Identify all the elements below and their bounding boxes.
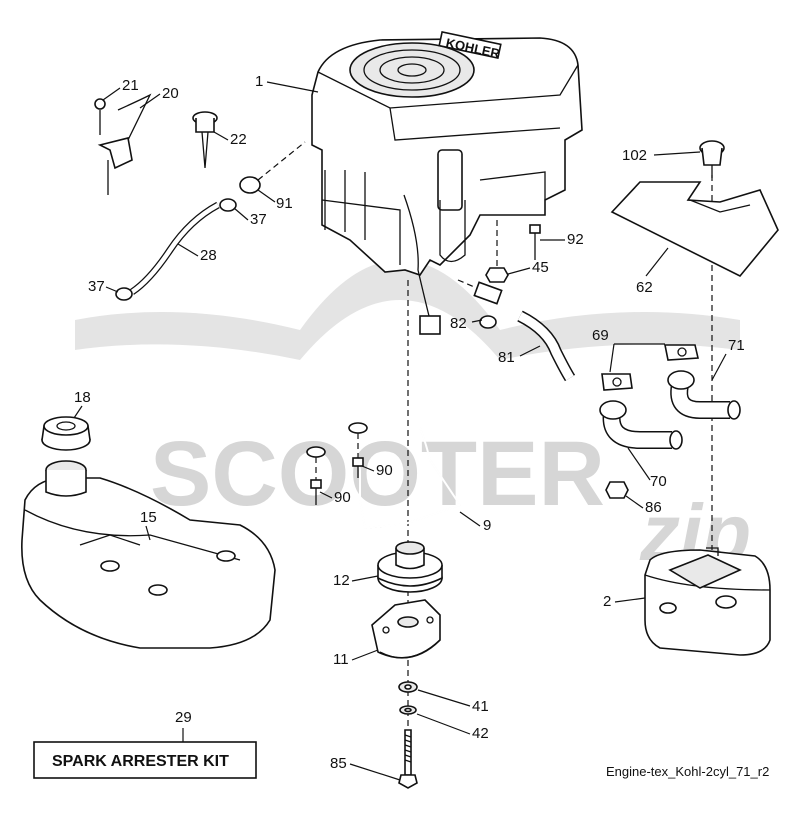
leader-102 — [653, 151, 701, 156]
bolt-90-upper — [348, 422, 368, 478]
leader-2 — [614, 597, 646, 603]
kit-box-label: SPARK ARRESTER KIT — [52, 753, 229, 770]
nut-86 — [605, 481, 629, 499]
callout-92: 92 — [567, 231, 584, 248]
washer-41 — [398, 681, 418, 693]
leader-86 — [625, 495, 644, 509]
bolt-85 — [398, 729, 418, 789]
muffler — [644, 547, 771, 656]
leader-41 — [417, 689, 471, 707]
callout-102: 102 — [622, 147, 647, 164]
callout-29: 29 — [175, 709, 192, 726]
callout-2: 2 — [603, 593, 611, 610]
callout-90-lower: 90 — [334, 489, 351, 506]
exhaust-pipe-71 — [667, 370, 741, 420]
callout-12: 12 — [333, 572, 350, 589]
callout-62: 62 — [636, 279, 653, 296]
drawing-reference: Engine-tex_Kohl-2cyl_71_r2 — [606, 764, 769, 779]
leader-70 — [627, 447, 651, 481]
washer-42 — [399, 705, 417, 715]
leader-71 — [711, 353, 727, 381]
wire-harness — [403, 194, 441, 335]
bolt-90-lower — [306, 446, 326, 505]
callout-91: 91 — [276, 195, 293, 212]
leader-90-upper — [361, 465, 375, 472]
callout-9: 9 — [483, 517, 491, 534]
heat-shield — [610, 181, 779, 278]
drain-hose — [517, 310, 576, 382]
leader-28 — [177, 243, 199, 257]
watermark-text: SCOOTER — [150, 423, 605, 525]
callout-71: 71 — [728, 337, 745, 354]
leader-21 — [102, 87, 121, 101]
callout-85: 85 — [330, 755, 347, 772]
callout-81: 81 — [498, 349, 515, 366]
callout-37-top: 37 — [250, 211, 267, 228]
callout-1: 1 — [255, 73, 263, 90]
callout-45: 45 — [532, 259, 549, 276]
leader-42 — [416, 713, 471, 735]
callout-69: 69 — [592, 327, 609, 344]
exhaust-gaskets — [601, 344, 699, 391]
leader-37-bottom — [105, 286, 119, 293]
callout-20: 20 — [162, 85, 179, 102]
dipstick — [192, 111, 218, 169]
leader-62 — [645, 247, 669, 277]
leader-11 — [351, 649, 379, 661]
fuel-line — [115, 198, 237, 301]
leader-81 — [519, 345, 541, 357]
leader-12 — [351, 575, 379, 582]
leader-82 — [471, 319, 483, 323]
electric-clutch — [371, 599, 441, 659]
leader-45 — [507, 267, 531, 275]
pulley — [377, 541, 443, 593]
callout-37-bottom: 37 — [88, 278, 105, 295]
fuel-cap — [41, 416, 91, 451]
leader-85 — [349, 763, 401, 781]
support-rod — [354, 427, 462, 530]
leader-90-lower — [319, 491, 333, 499]
callout-86: 86 — [645, 499, 662, 516]
oil-drain-valve — [473, 281, 503, 329]
knob-102 — [699, 140, 725, 178]
bolt-92 — [529, 224, 541, 260]
callout-21: 21 — [122, 77, 139, 94]
leader-9 — [459, 511, 481, 527]
leader-22 — [213, 131, 229, 141]
callout-15: 15 — [140, 509, 157, 526]
callout-28: 28 — [200, 247, 217, 264]
nut-45 — [485, 267, 509, 283]
callout-42: 42 — [472, 725, 489, 742]
engine-assembly: KOHLER — [311, 30, 583, 276]
callout-22: 22 — [230, 131, 247, 148]
callout-18: 18 — [74, 389, 91, 406]
fuel-fitting — [239, 141, 306, 194]
leader-69 — [609, 343, 665, 373]
leader-18 — [73, 405, 83, 419]
callout-90-upper: 90 — [376, 462, 393, 479]
callout-70: 70 — [650, 473, 667, 490]
callout-82: 82 — [450, 315, 467, 332]
choke-cable-bracket — [94, 93, 152, 195]
leader-15 — [145, 525, 151, 541]
exhaust-pipe-70 — [599, 400, 683, 450]
callout-41: 41 — [472, 698, 489, 715]
fuel-tank — [21, 460, 276, 649]
leader-1 — [266, 81, 319, 93]
leader-91 — [257, 189, 276, 203]
leader-37-top — [233, 207, 249, 221]
kit-box — [33, 741, 257, 779]
callout-11: 11 — [333, 651, 349, 668]
leader-20 — [139, 93, 161, 109]
